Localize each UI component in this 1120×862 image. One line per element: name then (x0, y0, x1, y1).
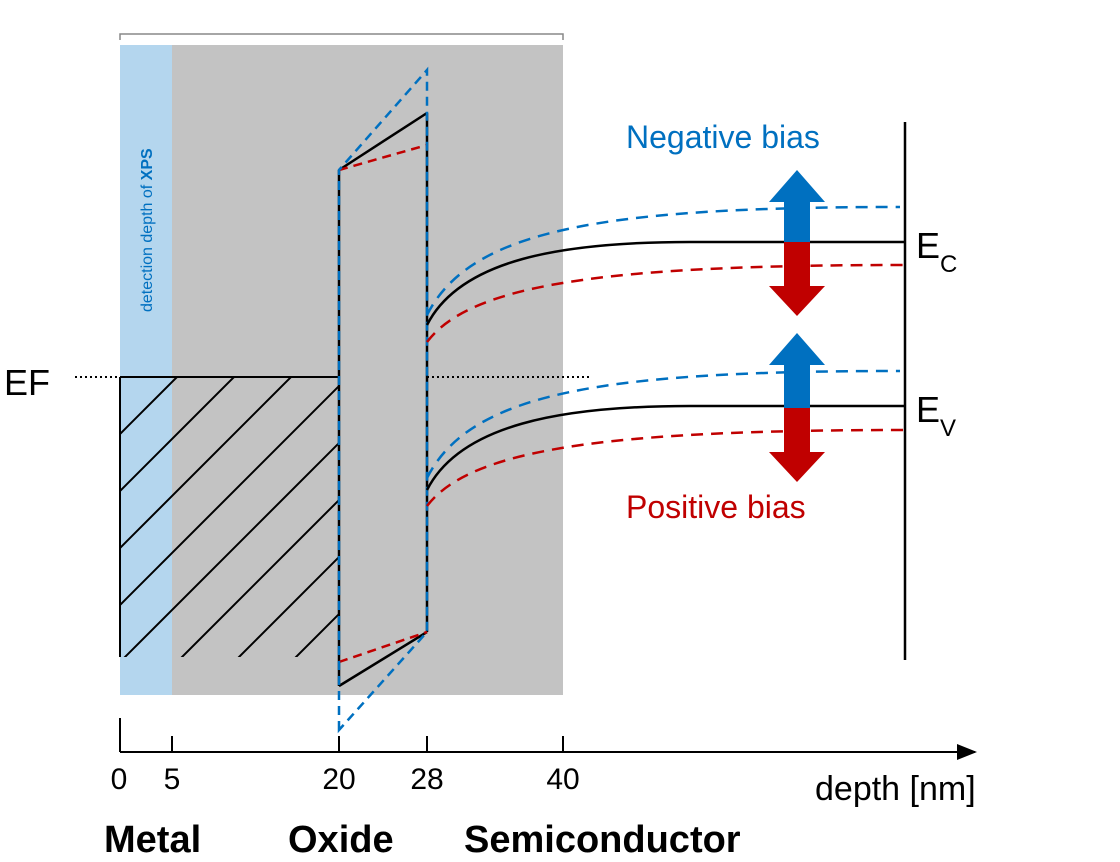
ev-label: EV (916, 389, 956, 442)
ec-down-arrow-icon (769, 242, 825, 316)
xps-label: detection depth of XPS (139, 148, 156, 312)
top-bracket (119, 33, 564, 40)
ec-up-arrow-icon (769, 170, 825, 242)
ev-up-arrow-icon (769, 333, 825, 408)
gray-region (172, 45, 563, 695)
ec-line (425, 240, 905, 326)
ev-positive (426, 428, 906, 507)
axis-label: depth [nm] (815, 770, 976, 808)
tick-label: 20 (322, 763, 355, 796)
tick-label: 0 (111, 763, 128, 796)
positive-bias-label: Positive bias (626, 489, 806, 525)
ef-label: EF (4, 362, 50, 403)
axis-ticks (119, 718, 564, 752)
oxide-label: Oxide (288, 819, 394, 861)
metal-hatch (120, 377, 339, 657)
ec-label: EC (916, 225, 957, 278)
tick-label: 5 (164, 763, 181, 796)
semiconductor-label: Semiconductor (464, 819, 741, 861)
ec-positive (426, 263, 906, 343)
xps-depth-region (120, 45, 172, 695)
negative-bias-label: Negative bias (626, 119, 820, 155)
metal-label: Metal (104, 819, 201, 861)
ev-down-arrow-icon (769, 408, 825, 482)
tick-label: 40 (546, 763, 579, 796)
ev-line (425, 404, 905, 491)
oxide-barrier (337, 66, 429, 734)
tick-label: 28 (410, 763, 443, 796)
